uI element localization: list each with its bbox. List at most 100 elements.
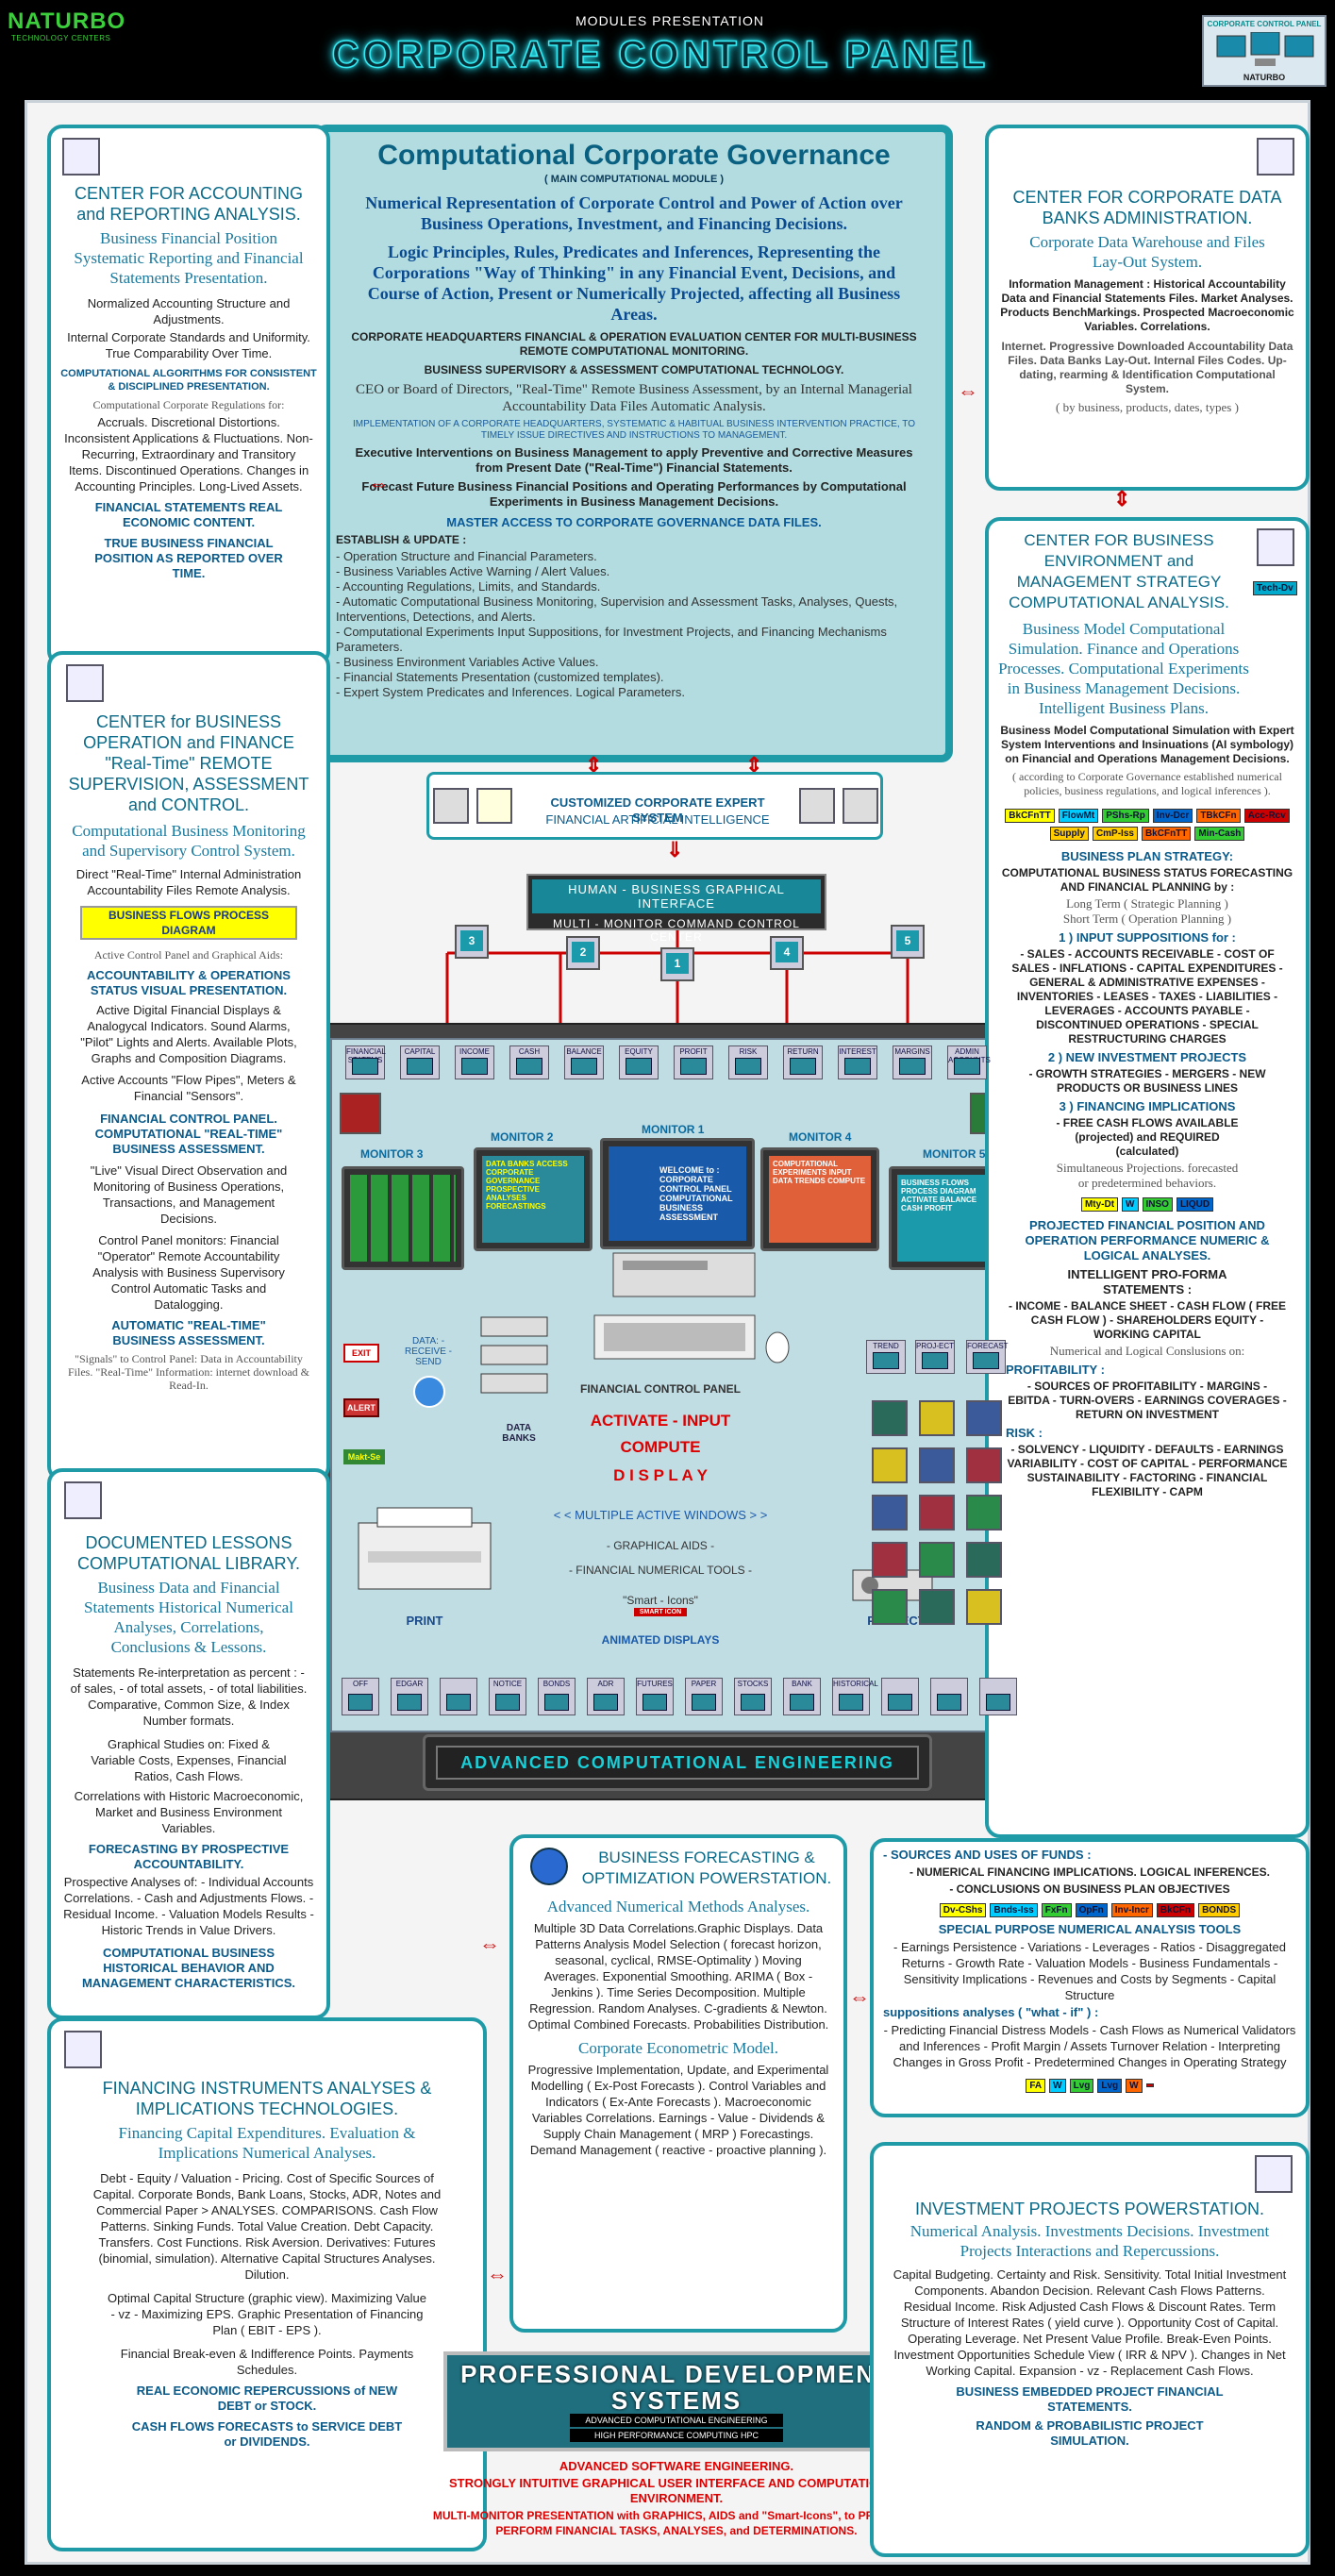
environment-center[interactable]: CENTER FOR BUSINESS ENVIRONMENT and MANA…	[985, 517, 1310, 1838]
compute-label[interactable]: COMPUTE	[620, 1438, 701, 1456]
top-tile[interactable]: ADMIN ACCOUNTS	[947, 1045, 991, 1079]
analysis-tool-icon[interactable]	[919, 1447, 955, 1483]
analysis-tool-icon[interactable]	[966, 1589, 1002, 1625]
advanced-engineering-banner[interactable]: ADVANCED COMPUTATIONAL ENGINEERING	[436, 1746, 919, 1780]
monitor-selector-5[interactable]: 5	[891, 925, 925, 959]
control-panel-badge[interactable]: CORPORATE CONTROL PANEL NATURBO	[1202, 15, 1327, 87]
financing-center[interactable]: FINANCING INSTRUMENTS ANALYSES & IMPLICA…	[47, 2017, 487, 2551]
trend-tile[interactable]: TREND	[866, 1340, 906, 1374]
bottom-tile[interactable]: OFF	[342, 1678, 379, 1715]
activate-input-label[interactable]: ACTIVATE - INPUT	[590, 1412, 731, 1430]
forecasting-powerstation[interactable]: BUSINESS FORECASTING & OPTIMIZATION POWE…	[509, 1834, 847, 2333]
top-tile[interactable]: PROFIT	[674, 1045, 713, 1079]
monitor-3[interactable]	[342, 1166, 464, 1270]
monitor-2[interactable]: DATA BANKS ACCESS CORPORATE GOVERNANCE P…	[474, 1147, 592, 1251]
bottom-tile[interactable]: ADR	[587, 1678, 625, 1715]
chip[interactable]: Bnds-Iss	[990, 1903, 1038, 1917]
top-tile[interactable]: CAPITAL	[400, 1045, 440, 1079]
proj-tile[interactable]: PROJ-ECT	[915, 1340, 955, 1374]
bottom-tile[interactable]: STOCKS	[734, 1678, 772, 1715]
exit-button[interactable]: EXIT	[343, 1344, 379, 1363]
monitor-selector-4[interactable]: 4	[770, 936, 804, 970]
databanks-center[interactable]: CENTER FOR CORPORATE DATA BANKS ADMINIST…	[985, 125, 1310, 491]
expert-system-bar[interactable]: CUSTOMIZED CORPORATE EXPERT SYSTEM FINAN…	[426, 772, 883, 840]
monitor-selector-3[interactable]: 3	[455, 925, 489, 959]
financial-statements-icon[interactable]	[799, 788, 835, 824]
chip[interactable]: FxFn	[1041, 1903, 1072, 1917]
analysis-tool-icon[interactable]	[966, 1495, 1002, 1531]
bottom-tile[interactable]: EDGAR	[391, 1678, 428, 1715]
bottom-tile[interactable]: PAPER	[685, 1678, 723, 1715]
governance-module[interactable]: Computational Corporate Governance ( MAI…	[315, 125, 953, 762]
top-tile[interactable]: EQUITY	[619, 1045, 659, 1079]
analysis-tool-icon[interactable]	[919, 1542, 955, 1578]
internet-explorer-icon[interactable]	[413, 1376, 445, 1408]
printer-icon[interactable]	[349, 1504, 500, 1608]
bottom-tile[interactable]	[440, 1678, 477, 1715]
analysis-tool-icon[interactable]	[919, 1589, 955, 1625]
bottom-tile[interactable]	[979, 1678, 1017, 1715]
top-tile[interactable]: FINANCIAL STATEMS	[345, 1045, 386, 1079]
library-center[interactable]: DOCUMENTED LESSONS COMPUTATIONAL LIBRARY…	[47, 1468, 330, 2019]
analysis-tool-icon[interactable]	[872, 1542, 908, 1578]
book-icon[interactable]	[340, 1093, 381, 1134]
naturbo-logo[interactable]: NATURBO TECHNOLOGY CENTERS	[8, 9, 159, 47]
bottom-tile[interactable]: BANK	[783, 1678, 821, 1715]
business-model-icon[interactable]	[843, 788, 878, 824]
top-tile[interactable]: BALANCE	[564, 1045, 604, 1079]
modules-presentation-link[interactable]: MODULES PRESENTATION	[576, 13, 764, 28]
chip[interactable]: Min-Cash	[1194, 827, 1245, 841]
analysis-tool-icon[interactable]	[966, 1447, 1002, 1483]
bottom-tile[interactable]: NOTICE	[489, 1678, 526, 1715]
print-label[interactable]: PRINT	[406, 1614, 443, 1628]
monitor-4[interactable]: COMPUTATIONAL EXPERIMENTS INPUT DATA TRE…	[760, 1147, 879, 1251]
bottom-tile[interactable]	[930, 1678, 968, 1715]
chip[interactable]: Inv-Dcr	[1152, 809, 1193, 823]
bottom-tile[interactable]	[881, 1678, 919, 1715]
chip[interactable]: PShs-Rp	[1102, 809, 1149, 823]
chip[interactable]: Lvg	[1097, 2079, 1123, 2093]
analysis-tool-icon[interactable]	[919, 1495, 955, 1531]
chip[interactable]: Lvg	[1069, 2079, 1094, 2093]
chip[interactable]: BkCFnTT	[1005, 809, 1055, 823]
tech-dev-chip[interactable]: Tech-Dv	[1253, 581, 1297, 595]
alert-button[interactable]: ALERT	[343, 1398, 379, 1417]
chip[interactable]: W	[1122, 1197, 1139, 1212]
top-tile[interactable]: CASH	[509, 1045, 549, 1079]
analysis-tool-icon[interactable]	[872, 1400, 908, 1436]
chip[interactable]: TBkCFn	[1196, 809, 1241, 823]
chip[interactable]: CmP-Iss	[1092, 827, 1138, 841]
chip[interactable]: BONDS	[1198, 1903, 1241, 1917]
chip[interactable]	[1145, 2083, 1154, 2087]
monitor-selector-2[interactable]: 2	[566, 936, 600, 970]
graphical-interface-bar[interactable]: HUMAN - BUSINESS GRAPHICAL INTERFACE MUL…	[526, 874, 826, 944]
monitor-1[interactable]: WELCOME to : CORPORATE CONTROL PANEL COM…	[600, 1138, 755, 1249]
accounting-center[interactable]: CENTER FOR ACCOUNTING and REPORTING ANAL…	[47, 125, 330, 666]
operation-center[interactable]: CENTER for BUSINESS OPERATION and FINANC…	[47, 651, 330, 1481]
chip[interactable]: BkCFn	[1156, 1903, 1195, 1917]
chip[interactable]: INSO	[1142, 1197, 1173, 1212]
smart-icon-badge[interactable]: SMART ICON	[634, 1608, 687, 1616]
chip[interactable]: Mty-Dt	[1080, 1197, 1119, 1212]
business-flows-button[interactable]: BUSINESS FLOWS PROCESS DIAGRAM	[80, 906, 297, 940]
bottom-tile[interactable]: BONDS	[538, 1678, 576, 1715]
top-tile[interactable]: INTEREST	[838, 1045, 877, 1079]
top-tile[interactable]: INCOME	[455, 1045, 494, 1079]
bottom-tile[interactable]: FUTURES	[636, 1678, 674, 1715]
top-tile[interactable]: MARGINS	[893, 1045, 932, 1079]
investment-powerstation[interactable]: INVESTMENT PROJECTS POWERSTATION. Numeri…	[870, 2142, 1310, 2557]
analysis-tool-icon[interactable]	[966, 1542, 1002, 1578]
pds-banner[interactable]: PROFESSIONAL DEVELOPMENT SYSTEMS ADVANCE…	[443, 2351, 909, 2451]
chip[interactable]: W	[1049, 2079, 1066, 2093]
analysis-tool-icon[interactable]	[872, 1589, 908, 1625]
analysis-tool-icon[interactable]	[966, 1400, 1002, 1436]
sources-uses-panel[interactable]: - SOURCES AND USES OF FUNDS : - NUMERICA…	[870, 1838, 1310, 2117]
display-label[interactable]: D I S P L A Y	[613, 1466, 708, 1484]
analysis-tool-icon[interactable]	[919, 1400, 955, 1436]
market-button[interactable]: Makt-Se	[343, 1449, 385, 1464]
chip[interactable]: Acc-Rcv	[1243, 809, 1290, 823]
chip[interactable]: Inv-Incr	[1110, 1903, 1153, 1917]
chip[interactable]: FlowMt	[1058, 809, 1099, 823]
top-tile[interactable]: RISK	[728, 1045, 768, 1079]
monitor-selector-1[interactable]: 1	[660, 947, 694, 981]
